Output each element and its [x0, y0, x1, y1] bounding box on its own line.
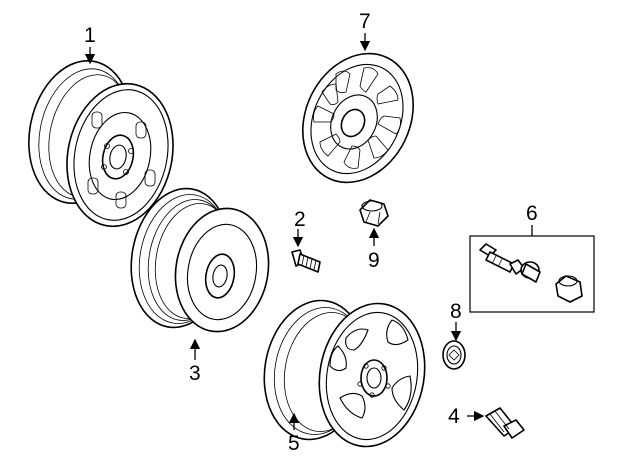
wheel-stud-part	[291, 249, 321, 273]
callout-5: 5	[288, 432, 300, 455]
tire-valve-part	[485, 407, 525, 439]
callout-7: 7	[359, 10, 371, 33]
steel-wheel-part	[28, 60, 174, 228]
callout-4: 4	[448, 405, 460, 428]
callouts: 1 2 3 4 5 6 7 8 9	[84, 10, 538, 455]
callout-2: 2	[294, 208, 306, 231]
leader-lines	[84, 33, 533, 430]
callout-6: 6	[526, 202, 538, 225]
callout-3: 3	[189, 362, 201, 385]
valve-kit-part	[469, 235, 595, 313]
alloy-wheel-part	[263, 299, 426, 448]
callout-9: 9	[368, 249, 380, 272]
center-cap-part	[442, 340, 466, 370]
spare-wheel-part	[130, 187, 270, 333]
callout-1: 1	[84, 24, 96, 47]
lug-nut-part	[359, 199, 389, 227]
wheel-cover-part	[302, 52, 414, 184]
callout-8: 8	[450, 300, 462, 323]
